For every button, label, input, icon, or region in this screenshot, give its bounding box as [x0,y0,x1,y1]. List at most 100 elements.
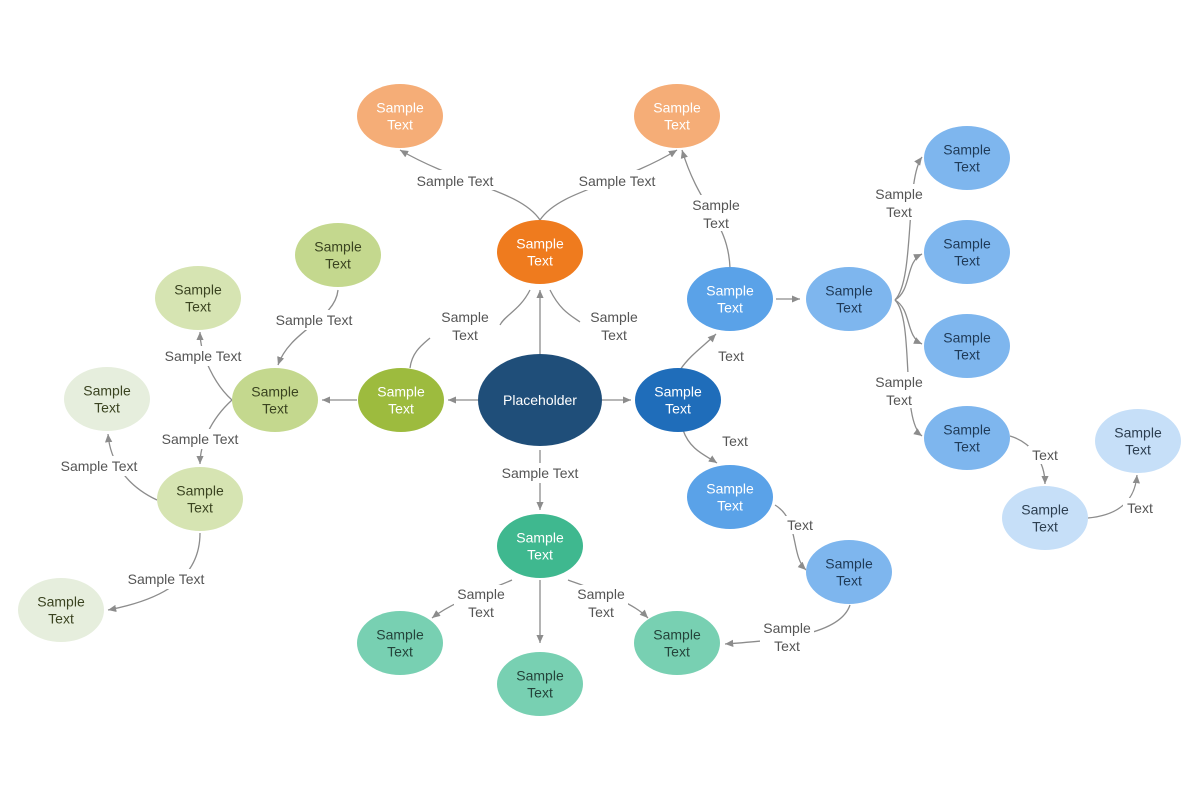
node-label: Sample [653,627,701,643]
node-label: Sample [314,239,362,255]
edge-hub-r2 [894,253,923,301]
edge-label-blue-to-teal-2: Text [774,638,800,654]
node-ellipse [64,367,150,431]
node-label: Sample [83,383,131,399]
node-ellipse [924,126,1010,190]
node-ellipse [232,368,318,432]
node-center: Placeholder [478,354,602,446]
node-ellipse [155,266,241,330]
edge-center-up-right [549,289,581,323]
edge-label-blue-up: Text [718,348,744,364]
edge-label-blue-to-teal: Sample [763,620,811,636]
edge-labels: Sample Text Sample Text Sample Text Samp… [56,170,1157,654]
edge-label-green-upleft: Sample Text [165,348,242,364]
edge-center-up-left [499,289,531,326]
node-label: Sample [706,481,754,497]
node-label: Sample [706,283,754,299]
node-ellipse [157,467,243,531]
edge-label-teal-left: Sample [457,586,505,602]
node-ellipse [358,368,444,432]
node-ellipse [924,314,1010,378]
node-label: Text [1125,442,1151,458]
node-label: Text [48,611,74,627]
node-label: Text [664,644,690,660]
node-label: Sample [176,483,224,499]
node-label: Text [836,573,862,589]
node-label: Sample [1021,502,1069,518]
node-ellipse [497,514,583,578]
edge-label-teal-left-2: Text [468,604,494,620]
edge-label-orange-left: Sample Text [417,173,494,189]
node-label: Text [187,500,213,516]
edge-hub-r4 [894,299,923,437]
edge-label-center-up-right: Sample [590,309,638,325]
edge-label-center-down: Sample Text [502,465,579,481]
edge-label-blue-hub-bottom: Sample [875,374,923,390]
node-label: Sample [516,668,564,684]
node-ellipse [687,465,773,529]
edge-label-green-bottom: Sample Text [128,571,205,587]
edge-label-blue-pale-up: Text [1127,500,1153,516]
node-ellipse [497,652,583,716]
node-label: Text [954,253,980,269]
node-label: Text [527,547,553,563]
node-label: Sample [516,236,564,252]
nodes: PlaceholderSampleTextSampleTextSampleTex… [18,84,1181,716]
edge-label-blue-up-orange-2: Text [703,215,729,231]
edge-label-blue-hub-top: Sample [875,186,923,202]
edge-label-blue-up-orange: Sample [692,197,740,213]
edge-label-green-top: Sample Text [276,312,353,328]
node-label: Sample [943,330,991,346]
edge-label-blue-down: Text [722,433,748,449]
node-ellipse [1002,486,1088,550]
node-label: Text [717,498,743,514]
node-ellipse [924,220,1010,284]
node-label: Sample [943,422,991,438]
node-label: Sample [653,100,701,116]
node-label: Placeholder [503,392,577,408]
edge-label-center-up-left-2: Text [452,327,478,343]
edge-center-green-curve [409,337,431,369]
node-label: Sample [943,142,991,158]
node-ellipse [634,611,720,675]
edge-blue-lower2 [774,504,807,571]
node-label: Text [387,644,413,660]
edge-label-green-mid: Sample Text [162,431,239,447]
node-label: Sample [654,384,702,400]
edge-blue-up [679,333,717,371]
edge-label-teal-right-2: Text [588,604,614,620]
node-label: Sample [825,556,873,572]
edge-label-blue-r4-down: Text [1032,447,1058,463]
edge-label-teal-right: Sample [577,586,625,602]
node-label: Text [664,117,690,133]
node-label: Text [527,685,553,701]
node-label: Text [1032,519,1058,535]
node-ellipse [687,267,773,331]
node-label: Text [325,256,351,272]
edge-label-center-up-left: Sample [441,309,489,325]
edge-green-upleft [196,331,233,401]
node-label: Sample [376,627,424,643]
edge-label-blue-hub-bottom-2: Text [886,392,912,408]
edge-hub-r3 [894,299,923,345]
node-ellipse [806,267,892,331]
node-ellipse [924,406,1010,470]
node-label: Text [527,253,553,269]
node-ellipse [497,220,583,284]
